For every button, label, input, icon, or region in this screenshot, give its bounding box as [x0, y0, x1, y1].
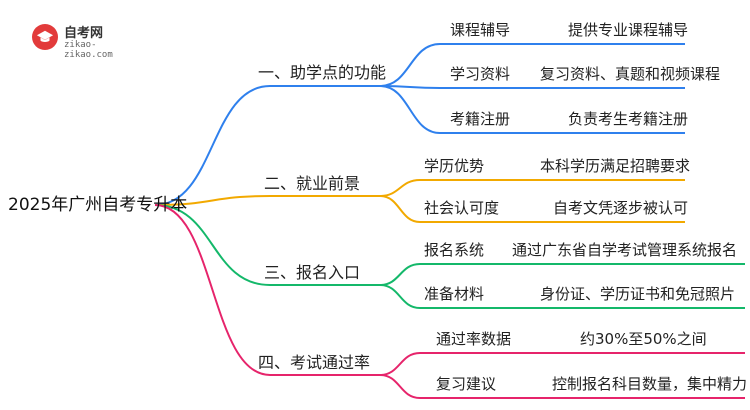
leaf-desc: 本科学历满足招聘要求	[540, 157, 691, 175]
branch-1-label: 一、助学点的功能	[258, 63, 387, 82]
connector-root-b2	[154, 195, 380, 206]
logo-url: zikao-zikao.com	[64, 40, 113, 60]
leaf-desc: 自考文凭逐步被认可	[553, 199, 689, 217]
leaf-name: 复习建议	[436, 375, 497, 393]
leaf-desc: 负责考生考籍注册	[568, 110, 689, 128]
leaf-desc: 提供专业课程辅导	[568, 21, 689, 39]
leaf-name: 学习资料	[450, 65, 511, 83]
leaf-desc: 身份证、学历证书和免冠照片	[540, 285, 736, 303]
connector-b1-l1	[379, 43, 685, 87]
connector-b1-l3	[379, 85, 685, 134]
leaf-name: 课程辅导	[450, 21, 511, 39]
leaf-name: 通过率数据	[436, 330, 512, 348]
connector-b3-l2	[379, 284, 745, 309]
connector-root-b1	[154, 85, 380, 206]
leaf-desc: 复习资料、真题和视频课程	[540, 65, 721, 83]
connector-b2-l2	[379, 195, 685, 223]
leaf-name: 报名系统	[424, 241, 485, 259]
leaf-desc: 通过广东省自学考试管理系统报名	[512, 241, 738, 259]
connector-b1-l2	[379, 85, 685, 89]
root-topic: 2025年广州自考专升本	[8, 195, 188, 215]
leaf-name: 准备材料	[424, 285, 485, 303]
site-logo: 自考网 zikao-zikao.com	[32, 20, 132, 60]
branch-4-label: 四、考试通过率	[258, 353, 371, 372]
connector-b4-l2	[379, 374, 745, 399]
connector-root-b3	[154, 204, 380, 286]
logo-title: 自考网	[64, 26, 104, 41]
leaf-desc: 控制报名科目数量，集中精力	[552, 375, 748, 393]
graduation-cap-icon	[32, 24, 58, 50]
branch-2-label: 二、就业前景	[264, 174, 361, 193]
connector-b3-l1	[379, 263, 745, 286]
leaf-name: 考籍注册	[450, 110, 511, 128]
connector-b4-l1	[379, 352, 745, 376]
leaf-name: 学历优势	[424, 157, 485, 175]
leaf-desc: 约30%至50%之间	[580, 330, 707, 348]
connector-b2-l1	[379, 179, 685, 197]
connector-root-b4	[154, 204, 380, 376]
branch-3-label: 三、报名入口	[264, 263, 361, 282]
leaf-name: 社会认可度	[424, 199, 500, 217]
